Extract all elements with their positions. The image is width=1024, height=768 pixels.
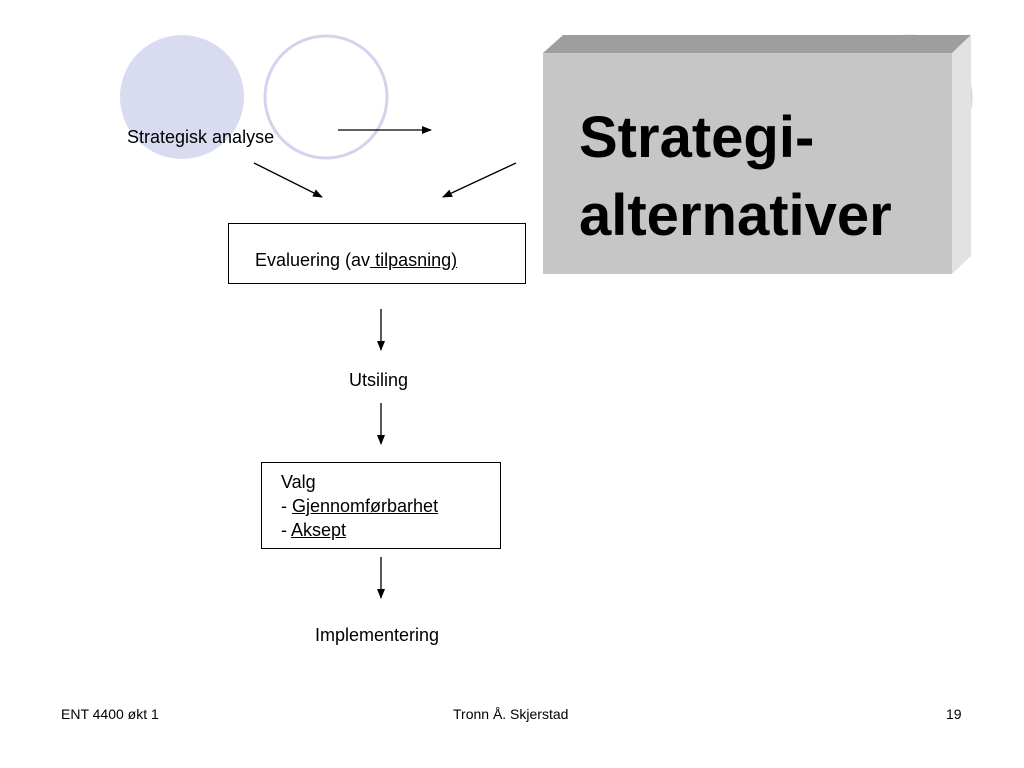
arrow-analysis-to-evaluation bbox=[253, 162, 323, 198]
screening-label: Utsiling bbox=[349, 370, 409, 390]
choice-item-acceptance: - Aksept bbox=[281, 519, 346, 541]
title-line-2: alternativer bbox=[579, 183, 892, 248]
footer-page-number: 19 bbox=[946, 706, 962, 722]
title-block: Strategi- alternativer bbox=[543, 53, 952, 274]
choice-item-feasibility: - Gjennomførbarhet bbox=[281, 495, 438, 517]
choice-heading: Valg bbox=[281, 472, 316, 492]
evaluation-label: Evaluering (av tilpasning) bbox=[255, 249, 457, 271]
choice-item-text: Aksept bbox=[291, 520, 347, 540]
title-block-side-face bbox=[952, 35, 971, 274]
implementation-label: Implementering bbox=[315, 625, 440, 645]
arrow-alternatives-to-evaluation bbox=[442, 162, 517, 198]
footer-course: ENT 4400 økt 1 bbox=[61, 706, 159, 722]
evaluation-prefix: Evaluering (av bbox=[255, 250, 371, 270]
title-block-top-face bbox=[543, 35, 971, 53]
decor-circle-filled bbox=[120, 35, 244, 159]
choice-item-bullet: - bbox=[281, 520, 292, 540]
decor-circle-outline bbox=[263, 34, 389, 160]
title-line-1: Strategi- bbox=[579, 105, 815, 170]
strategic-analysis-label: Strategisk analyse bbox=[127, 127, 275, 147]
footer-author: Tronn Å. Skjerstad bbox=[453, 706, 569, 722]
choice-item-text: Gjennomførbarhet bbox=[292, 496, 439, 516]
choice-box: Valg - Gjennomførbarhet - Aksept bbox=[261, 462, 501, 549]
evaluation-box: Evaluering (av tilpasning) bbox=[228, 223, 526, 284]
evaluation-underlined: tilpasning) bbox=[370, 250, 458, 270]
choice-item-bullet: - bbox=[281, 496, 292, 516]
